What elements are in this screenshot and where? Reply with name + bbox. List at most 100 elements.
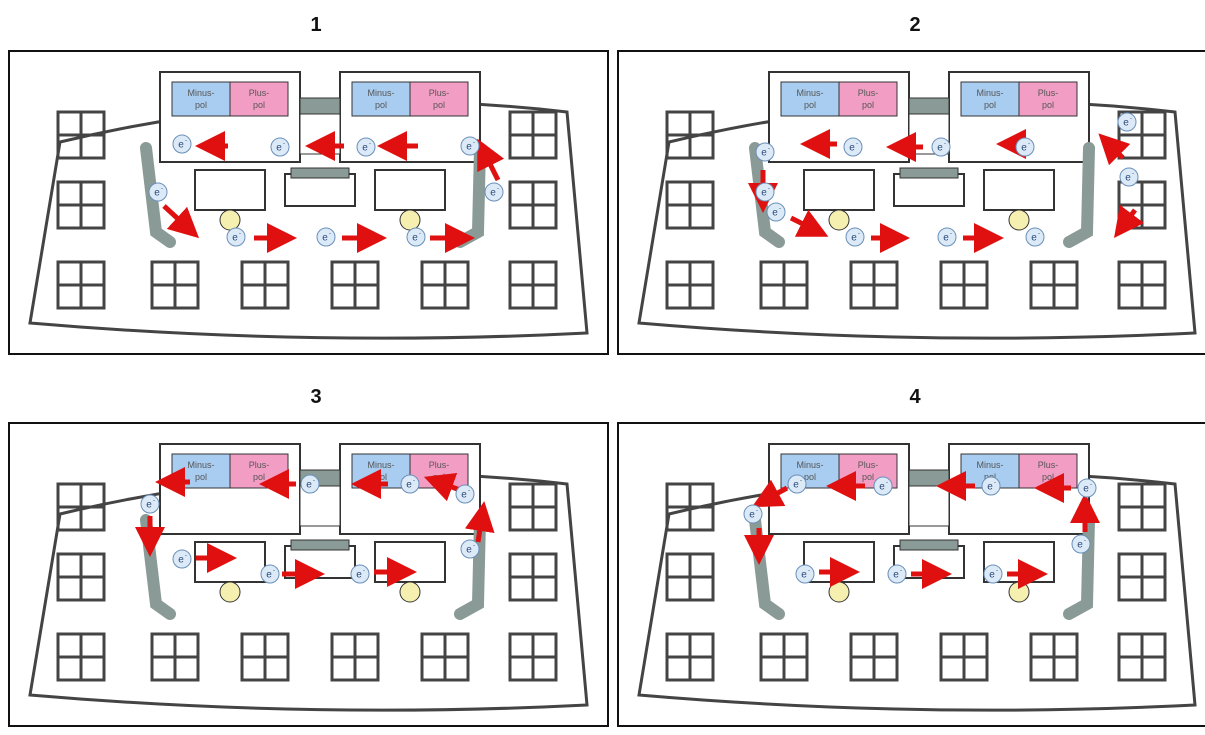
grid-square — [665, 110, 715, 160]
electron-charge: - — [419, 231, 421, 237]
circuit-block — [194, 541, 266, 583]
grid-square — [56, 552, 106, 602]
electron: e- — [455, 484, 475, 504]
electron-circle — [140, 494, 160, 514]
electron: e- — [260, 564, 280, 584]
electron-label: e — [412, 233, 418, 244]
grid-square — [665, 482, 715, 532]
electron: e- — [1117, 112, 1137, 132]
electron-circle — [226, 227, 246, 247]
electron-circle — [787, 474, 807, 494]
electron-label: e — [851, 233, 857, 244]
circuit-block — [374, 169, 446, 211]
electron-circle — [460, 136, 480, 156]
electron: e- — [140, 494, 160, 514]
grid-square — [420, 632, 470, 682]
minus-pole-label: pol — [804, 100, 816, 110]
electron: e- — [845, 227, 865, 247]
electron-circle — [270, 137, 290, 157]
grid-square — [939, 260, 989, 310]
electron: e- — [356, 137, 376, 157]
plus-pole-label: pol — [253, 100, 265, 110]
grid-square — [1117, 482, 1167, 532]
electron-charge: - — [856, 141, 858, 147]
electron-charge: - — [1038, 231, 1040, 237]
lamp-bulb — [1008, 581, 1030, 603]
panel-number-4: 4 — [909, 386, 921, 408]
grid-square — [240, 632, 290, 682]
electron-charge: - — [185, 138, 187, 144]
electron: e- — [406, 227, 426, 247]
electron-label: e — [937, 143, 943, 154]
grid-square — [665, 552, 715, 602]
panel-number-3: 3 — [310, 386, 322, 408]
lamp-bulb — [219, 581, 241, 603]
grid-square — [508, 482, 558, 532]
electron-charge: - — [273, 568, 275, 574]
grid-square — [330, 260, 380, 310]
electron-charge: - — [886, 480, 888, 486]
electron-charge: - — [1130, 116, 1132, 122]
electron-label: e — [1125, 173, 1131, 184]
electron-circle — [845, 227, 865, 247]
electron-label: e — [989, 570, 995, 581]
electron-charge: - — [413, 478, 415, 484]
grid-square — [56, 180, 106, 230]
wire-middle — [899, 167, 959, 179]
current-arrow — [1098, 133, 1131, 166]
electron-circle — [356, 137, 376, 157]
electron-label: e — [749, 510, 755, 521]
electron-label: e — [1021, 143, 1027, 154]
electron: e- — [743, 504, 763, 524]
electron: e- — [1015, 137, 1035, 157]
current-arrow — [464, 501, 495, 543]
electron-charge: - — [153, 498, 155, 504]
electron-charge: - — [768, 146, 770, 152]
minus-pole-label: pol — [375, 100, 387, 110]
wire-middle — [290, 167, 350, 179]
minus-pole-label: Minus- — [796, 460, 823, 470]
electron-label: e — [793, 480, 799, 491]
grid-square — [150, 260, 200, 310]
electron-circle — [1117, 112, 1137, 132]
electron-charge: - — [800, 478, 802, 484]
grid-square — [56, 482, 106, 532]
electron-charge: - — [900, 568, 902, 574]
electron: e- — [300, 474, 320, 494]
electron-circle — [983, 564, 1003, 584]
electron-charge: - — [497, 186, 499, 192]
plus-pole-label: Plus- — [858, 460, 879, 470]
electron-label: e — [178, 140, 184, 151]
current-arrow — [789, 209, 829, 237]
wire-left — [749, 142, 785, 248]
electron-charge: - — [185, 553, 187, 559]
electron-circle — [766, 202, 786, 222]
electron-charge: - — [313, 478, 315, 484]
electron: e- — [350, 564, 370, 584]
electron-circle — [260, 564, 280, 584]
plus-pole-label: pol — [862, 472, 874, 482]
minus-pole-label: pol — [984, 100, 996, 110]
minus-pole-label: Minus- — [976, 460, 1003, 470]
minus-pole-label: Minus- — [367, 88, 394, 98]
electron-label: e — [146, 500, 152, 511]
electron: e- — [172, 549, 192, 569]
battery-connector — [908, 469, 950, 487]
grid-square — [1029, 632, 1079, 682]
electron-circle — [316, 227, 336, 247]
current-arrow — [751, 479, 789, 508]
electron-circle — [455, 484, 475, 504]
grid-square — [508, 260, 558, 310]
electron-circle — [1015, 137, 1035, 157]
electron-label: e — [232, 233, 238, 244]
electron-label: e — [406, 480, 412, 491]
electron-circle — [406, 227, 426, 247]
minus-pole-label: pol — [375, 472, 387, 482]
grid-square — [849, 632, 899, 682]
minus-pole — [171, 81, 231, 117]
lamp-bulb — [828, 209, 850, 231]
electron-circle — [172, 134, 192, 154]
electron-charge: - — [768, 186, 770, 192]
